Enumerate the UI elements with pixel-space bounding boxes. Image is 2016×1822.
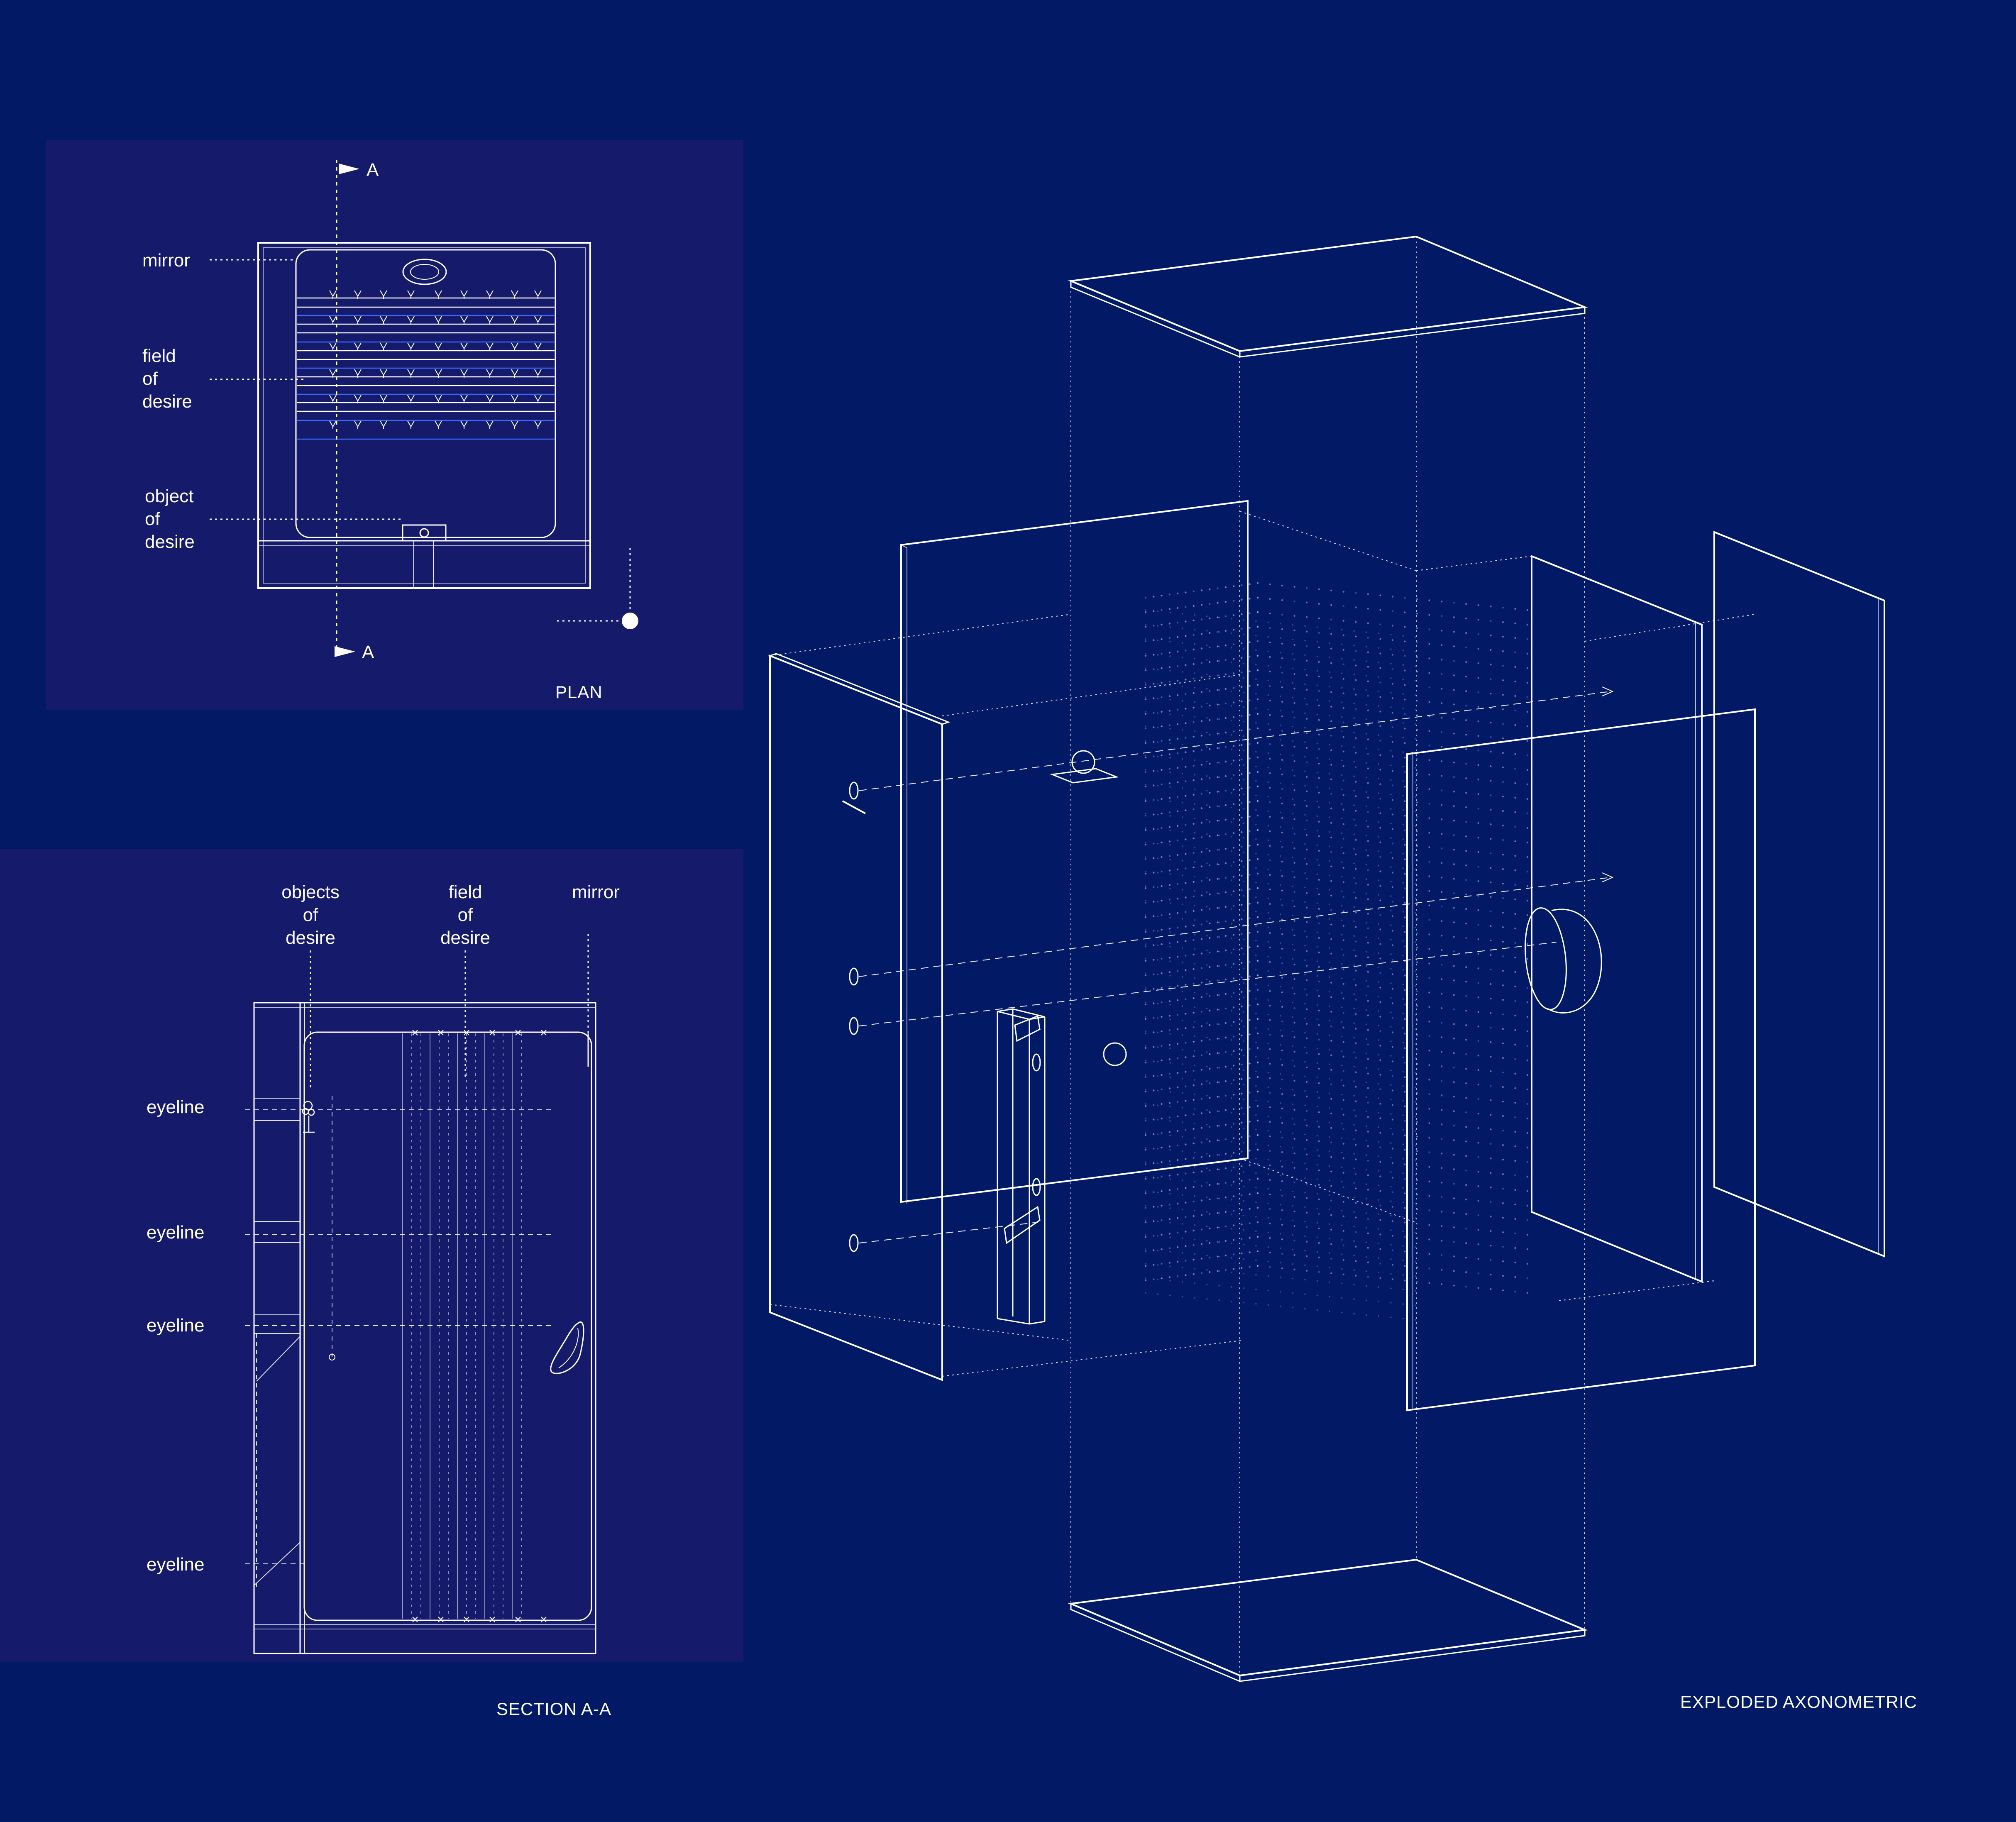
section-label-eyeline-2: eyeline: [147, 1222, 205, 1243]
section-arrow-bottom: [335, 646, 355, 657]
plan-mirror-surface: [295, 249, 556, 538]
plan-label-object-line2: of: [145, 509, 160, 529]
axo-field-of-desire: [1144, 582, 1529, 1321]
section-drawing: [245, 934, 596, 1654]
section-label-field-line3: desire: [440, 928, 490, 948]
section-label-eyeline-4: eyeline: [147, 1554, 205, 1575]
section-label-eyeline-1: eyeline: [147, 1097, 205, 1117]
section-label-field-line1: field: [448, 882, 482, 902]
plan-label-field-line3: desire: [142, 391, 192, 412]
section-mirror-surface: [303, 1031, 592, 1621]
plan-title: PLAN: [555, 682, 603, 702]
section-label-field-line2: of: [457, 905, 473, 925]
section-object-of-desire: [302, 1101, 315, 1133]
section-label-eyeline-3: eyeline: [147, 1315, 205, 1336]
section-arrow-top: [339, 164, 359, 174]
plan-mirror-object: [402, 259, 447, 285]
plan-label-mirror: mirror: [142, 250, 190, 271]
axonometric-drawing: [768, 235, 1885, 1682]
section-label-objects-line3: desire: [286, 928, 335, 948]
section-title: SECTION A-A: [496, 1699, 612, 1719]
north-indicator: [557, 548, 638, 629]
axo-viewing-tube: [997, 1008, 1046, 1325]
section-mirror-object: [550, 1321, 584, 1374]
section-label-objects-line1: objects: [281, 882, 340, 902]
section-panel: [0, 849, 743, 1662]
section-label-mirror: mirror: [572, 882, 620, 902]
plan-section-marker-top: A: [367, 160, 379, 180]
plan-section-marker-bottom: A: [362, 642, 374, 662]
plan-label-object-line1: object: [145, 486, 194, 506]
plan-label-object-line3: desire: [145, 532, 195, 552]
plan-label-field-line2: of: [142, 369, 158, 389]
axo-mirror-object: [1050, 750, 1119, 784]
plan-label-field-line1: field: [142, 346, 176, 366]
axonometric-title: EXPLODED AXONOMETRIC: [1680, 1692, 1917, 1712]
plan-drawing: [210, 160, 638, 657]
section-label-objects-line2: of: [303, 905, 318, 925]
plan-object-of-desire-marker: [402, 524, 447, 542]
axo-hemisphere: [1525, 907, 1602, 1014]
